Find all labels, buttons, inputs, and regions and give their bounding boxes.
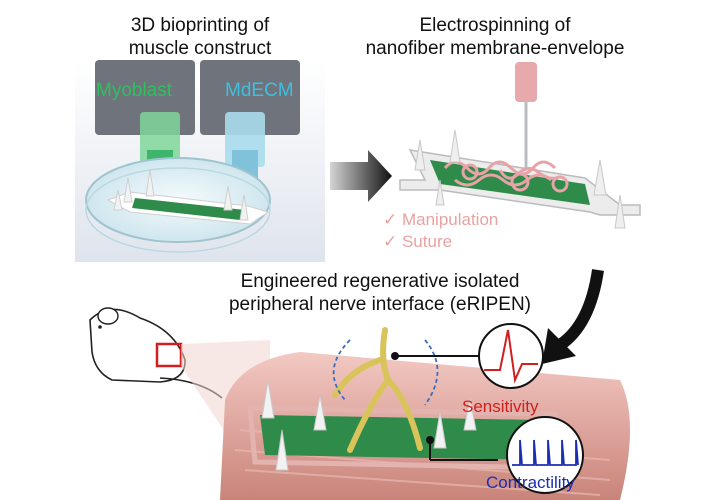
sensitivity-waveform — [478, 323, 544, 389]
myoblast-label: Myoblast — [96, 80, 173, 101]
envelope-posts — [414, 129, 626, 229]
spinneret — [515, 62, 537, 102]
process-arrow-2 — [542, 269, 604, 364]
mdecm-label: MdECM — [225, 80, 294, 101]
petri-dish-rim — [85, 167, 271, 253]
axon-traces — [332, 339, 439, 406]
electrospinning-title-line1: Electrospinning of — [419, 15, 571, 36]
bioprinting-title: 3D bioprinting of muscle construct — [85, 14, 315, 60]
bioprinting-title-line2: muscle construct — [128, 38, 272, 59]
contractility-waveform — [506, 416, 584, 494]
tissue-posts — [261, 379, 477, 471]
contractility-label: Contractility — [486, 473, 575, 492]
checklist-suture: ✓ Suture — [383, 232, 453, 251]
sensitivity-probe — [391, 352, 399, 360]
nanofiber-membrane — [443, 160, 569, 193]
checklist-manipulation: ✓ Manipulation — [383, 210, 499, 229]
bioprinting-title-line1: 3D bioprinting of — [130, 15, 270, 36]
electrospinning-title: Electrospinning of nanofiber membrane-en… — [325, 14, 665, 60]
sensitivity-label: Sensitivity — [462, 397, 539, 416]
bioprinting-scene — [75, 60, 325, 262]
electrospinning-scene — [399, 62, 641, 229]
peripheral-nerves — [332, 327, 423, 453]
eripen-title-line2: peripheral nerve interface (eRIPEN) — [228, 294, 532, 315]
electrospinning-title-line2: nanofiber membrane-envelope — [365, 38, 625, 59]
process-arrow-1 — [330, 150, 392, 202]
eripen-title-line1: Engineered regenerative isolated — [240, 271, 520, 292]
construct-posts — [113, 169, 249, 221]
eripen-title: Engineered regenerative isolated periphe… — [190, 270, 570, 316]
printed-muscle-construct — [132, 198, 245, 220]
implanted-muscle — [260, 415, 545, 460]
contractility-probe — [426, 436, 434, 444]
